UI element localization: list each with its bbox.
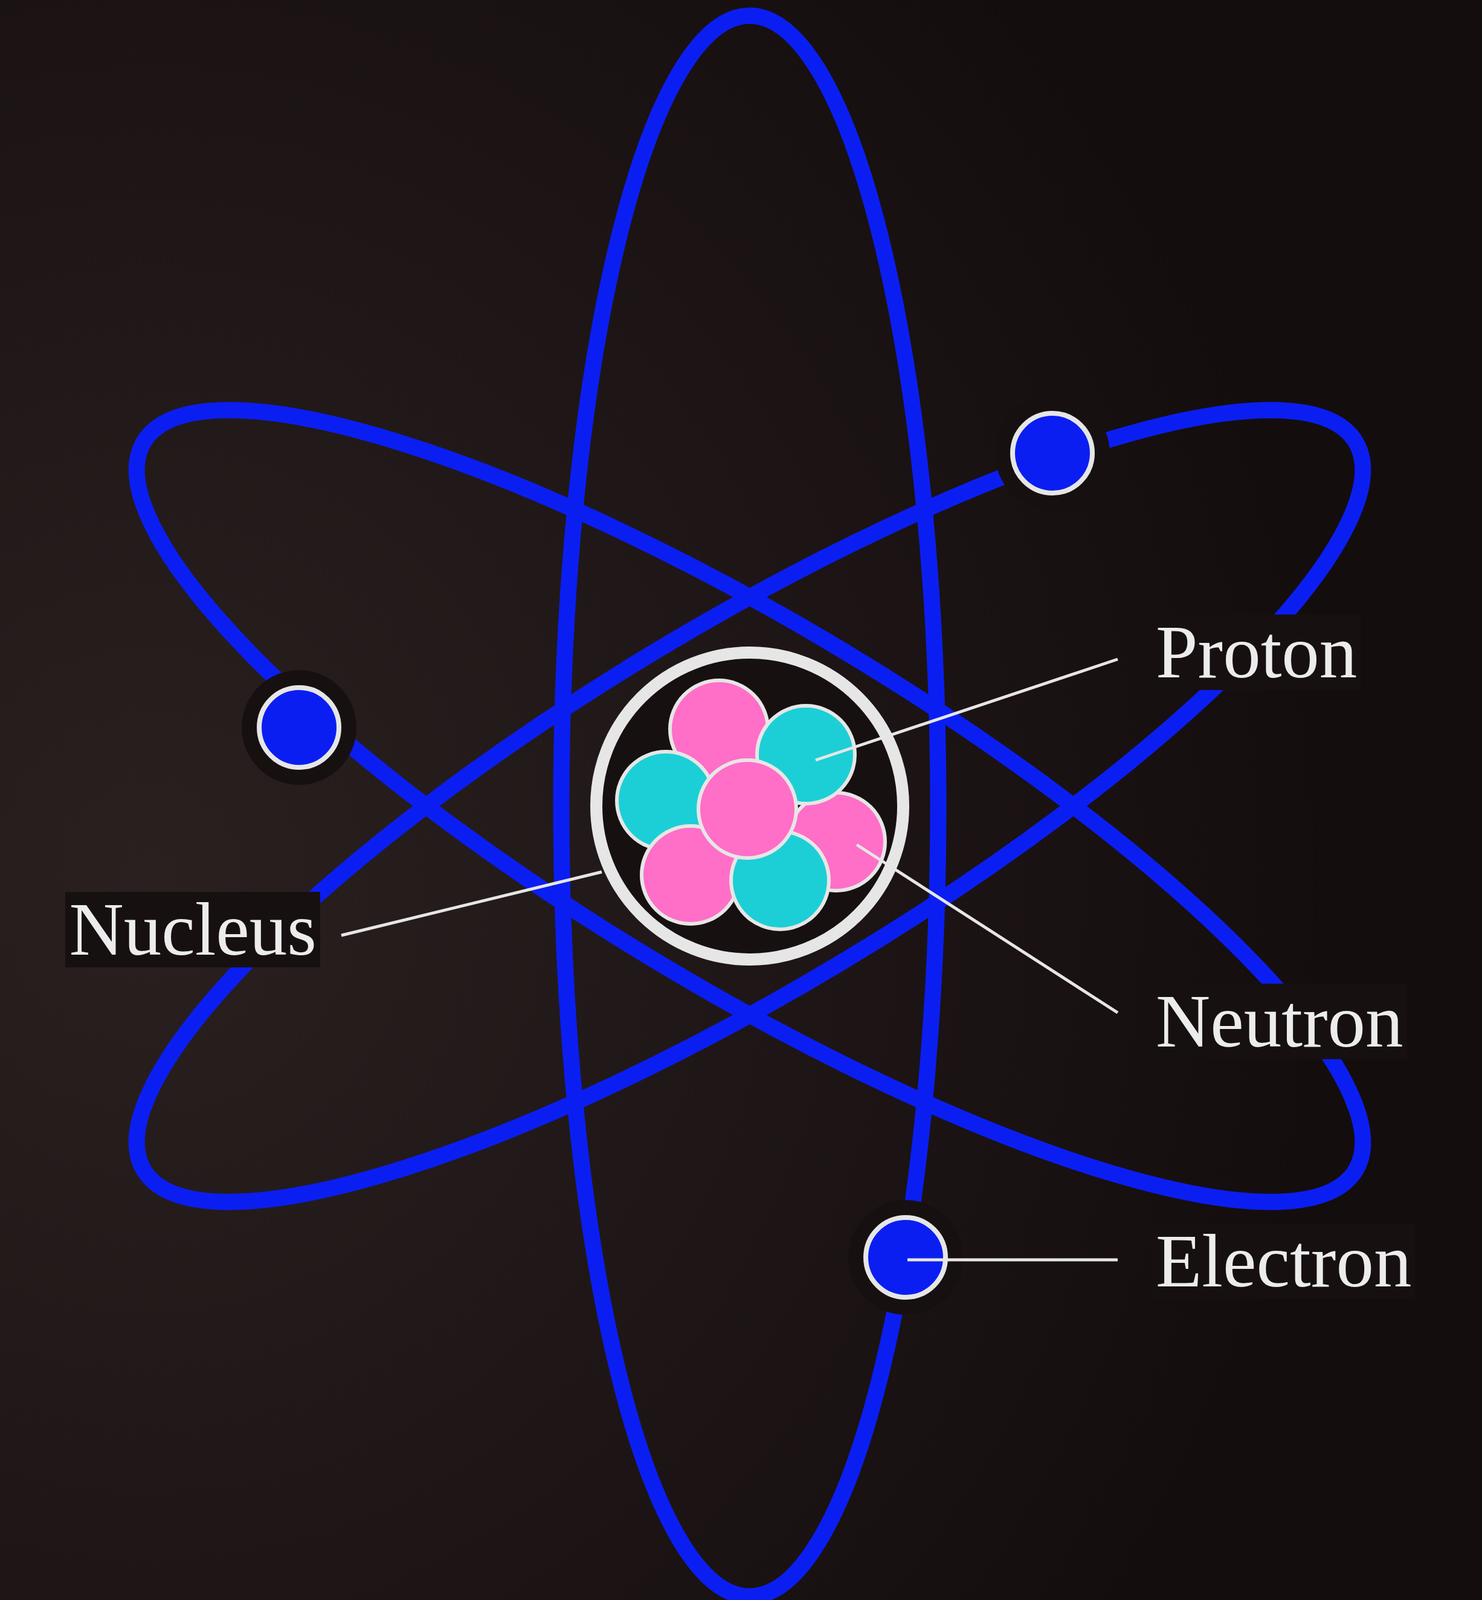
leader-line [907, 1258, 1118, 1262]
leader-line [856, 844, 1118, 1013]
orbit [50, 286, 1450, 1325]
electrons [241, 395, 1110, 1315]
part-label: Electron [1152, 1223, 1415, 1299]
electron [259, 687, 339, 768]
proton [698, 760, 797, 858]
orbit [50, 286, 1450, 1325]
part-label: Nucleus [65, 891, 321, 968]
part-label: Neutron [1152, 983, 1408, 1060]
part-label: Proton [1152, 614, 1361, 690]
electron [1012, 413, 1093, 493]
orbit [561, 15, 939, 1597]
electron [865, 1217, 946, 1298]
leader-line [815, 659, 1118, 761]
nucleus [596, 652, 904, 960]
leader-line [341, 871, 602, 936]
